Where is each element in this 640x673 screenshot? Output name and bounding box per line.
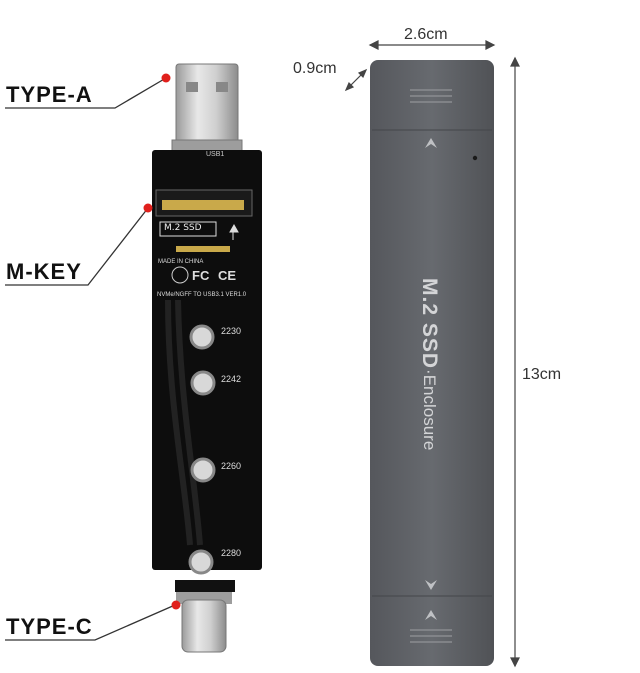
dimension-length: 13cm	[522, 366, 562, 383]
enclosure-product-text: ·Enclosure	[420, 369, 439, 451]
dimension-width: 2.6cm	[404, 26, 448, 43]
mount-size-2242: 2242	[221, 374, 242, 384]
usb-type-a-connector	[171, 63, 243, 153]
label-type-c: TYPE-C	[6, 614, 93, 639]
board-model: NVMe/NGFF TO USB3.1 VER1.0	[157, 292, 247, 298]
callout-dot-m-key	[143, 203, 153, 213]
callout-dot-type-a	[161, 73, 171, 83]
dimension-lines	[344, 40, 520, 668]
usb-type-c-connector	[176, 592, 232, 653]
board-slot-label: M.2 SSD	[164, 223, 202, 233]
board-usb-marking: USB1	[206, 151, 225, 158]
label-type-a: TYPE-A	[6, 82, 93, 107]
callout-lines	[5, 77, 176, 641]
ssd-enclosure	[370, 60, 494, 666]
enclosure-print: M.2 SSD·Enclosure	[417, 278, 441, 450]
dimension-thickness: 0.9cm	[293, 60, 337, 77]
label-m-key: M-KEY	[6, 259, 82, 284]
mount-size-2280: 2280	[221, 548, 242, 558]
board-made-in: MADE IN CHINA	[158, 259, 204, 265]
enclosure-brand-text: M.2 SSD	[418, 278, 441, 370]
board-fc-mark: FC	[192, 268, 210, 283]
callout-dot-type-c	[171, 600, 181, 610]
mount-size-2230: 2230	[221, 326, 242, 336]
mount-size-2260: 2260	[221, 461, 242, 471]
board-ce-mark: CE	[218, 268, 237, 283]
pcb-board	[152, 150, 262, 592]
